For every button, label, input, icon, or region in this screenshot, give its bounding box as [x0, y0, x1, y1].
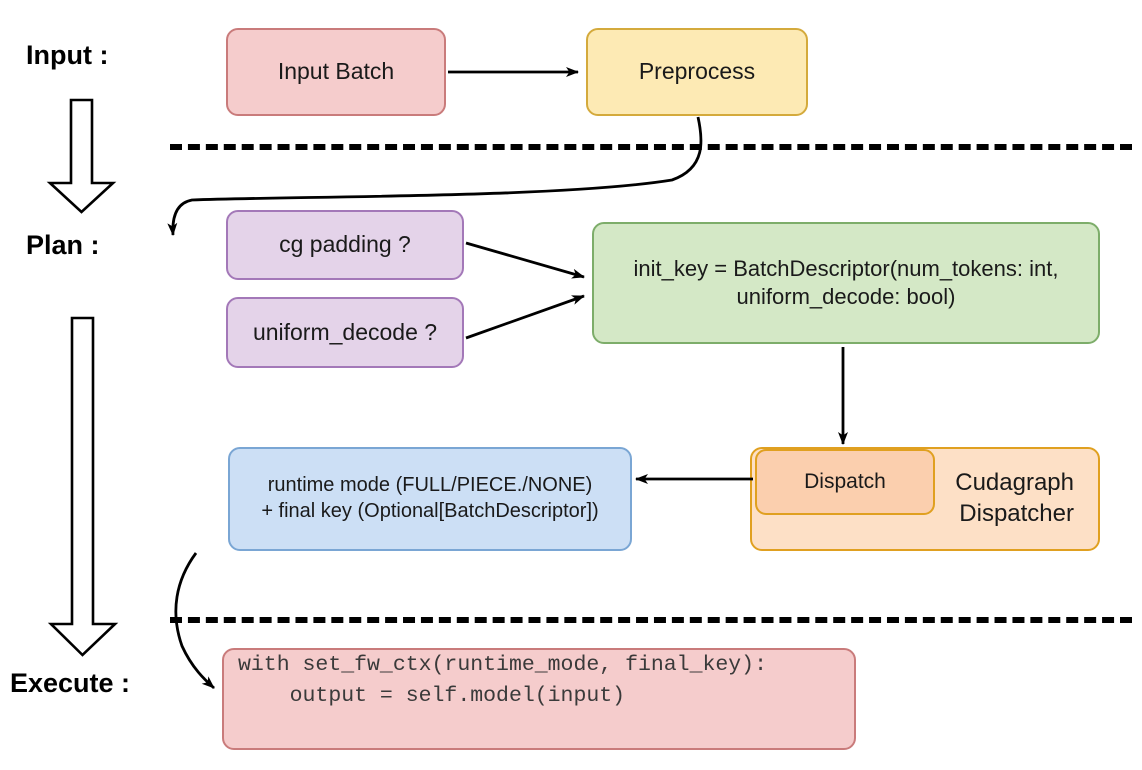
input-to-plan-block-arrow: [46, 98, 117, 214]
init-key-line-2: uniform_decode: bool): [736, 284, 956, 309]
edge-cg-padding-to-init-key: [465, 241, 585, 279]
plan-execute-divider: [170, 617, 1132, 623]
edge-uniform-decode-to-init-key: [465, 294, 585, 340]
init-key-line-1: init_key = BatchDescriptor(num_tokens: i…: [633, 255, 1059, 281]
cudagraph-dispatcher-line-1: Cudagraph: [955, 469, 1074, 497]
stage-label-execute: Execute :: [10, 668, 131, 698]
node-uniform-decode[interactable]: uniform_decode ?: [226, 297, 464, 368]
stage-label-plan: Plan :: [26, 230, 100, 260]
node-runtime-mode[interactable]: runtime mode (FULL/PIECE./NONE) + final …: [228, 447, 632, 551]
input-plan-divider: [170, 144, 1132, 150]
stage-label-input: Input :: [26, 40, 109, 70]
node-execute-code[interactable]: with set_fw_ctx(runtime_mode, final_key)…: [222, 648, 856, 750]
plan-to-execute-block-arrow: [47, 316, 119, 657]
node-cg-padding[interactable]: cg padding ?: [226, 210, 464, 280]
node-preprocess[interactable]: Preprocess: [586, 28, 808, 116]
node-init-key[interactable]: init_key = BatchDescriptor(num_tokens: i…: [592, 222, 1100, 344]
node-dispatch[interactable]: Dispatch: [755, 449, 935, 515]
cudagraph-dispatcher-line-2: Dispatcher: [959, 500, 1074, 527]
node-input-batch[interactable]: Input Batch: [226, 28, 446, 116]
execute-code-line-1: with set_fw_ctx(runtime_mode, final_key)…: [238, 653, 767, 677]
runtime-mode-line-2: + final key (Optional[BatchDescriptor]): [261, 500, 599, 522]
execute-code-line-2: output = self.model(input): [238, 683, 626, 708]
runtime-mode-line-1: runtime mode (FULL/PIECE./NONE): [267, 474, 593, 497]
